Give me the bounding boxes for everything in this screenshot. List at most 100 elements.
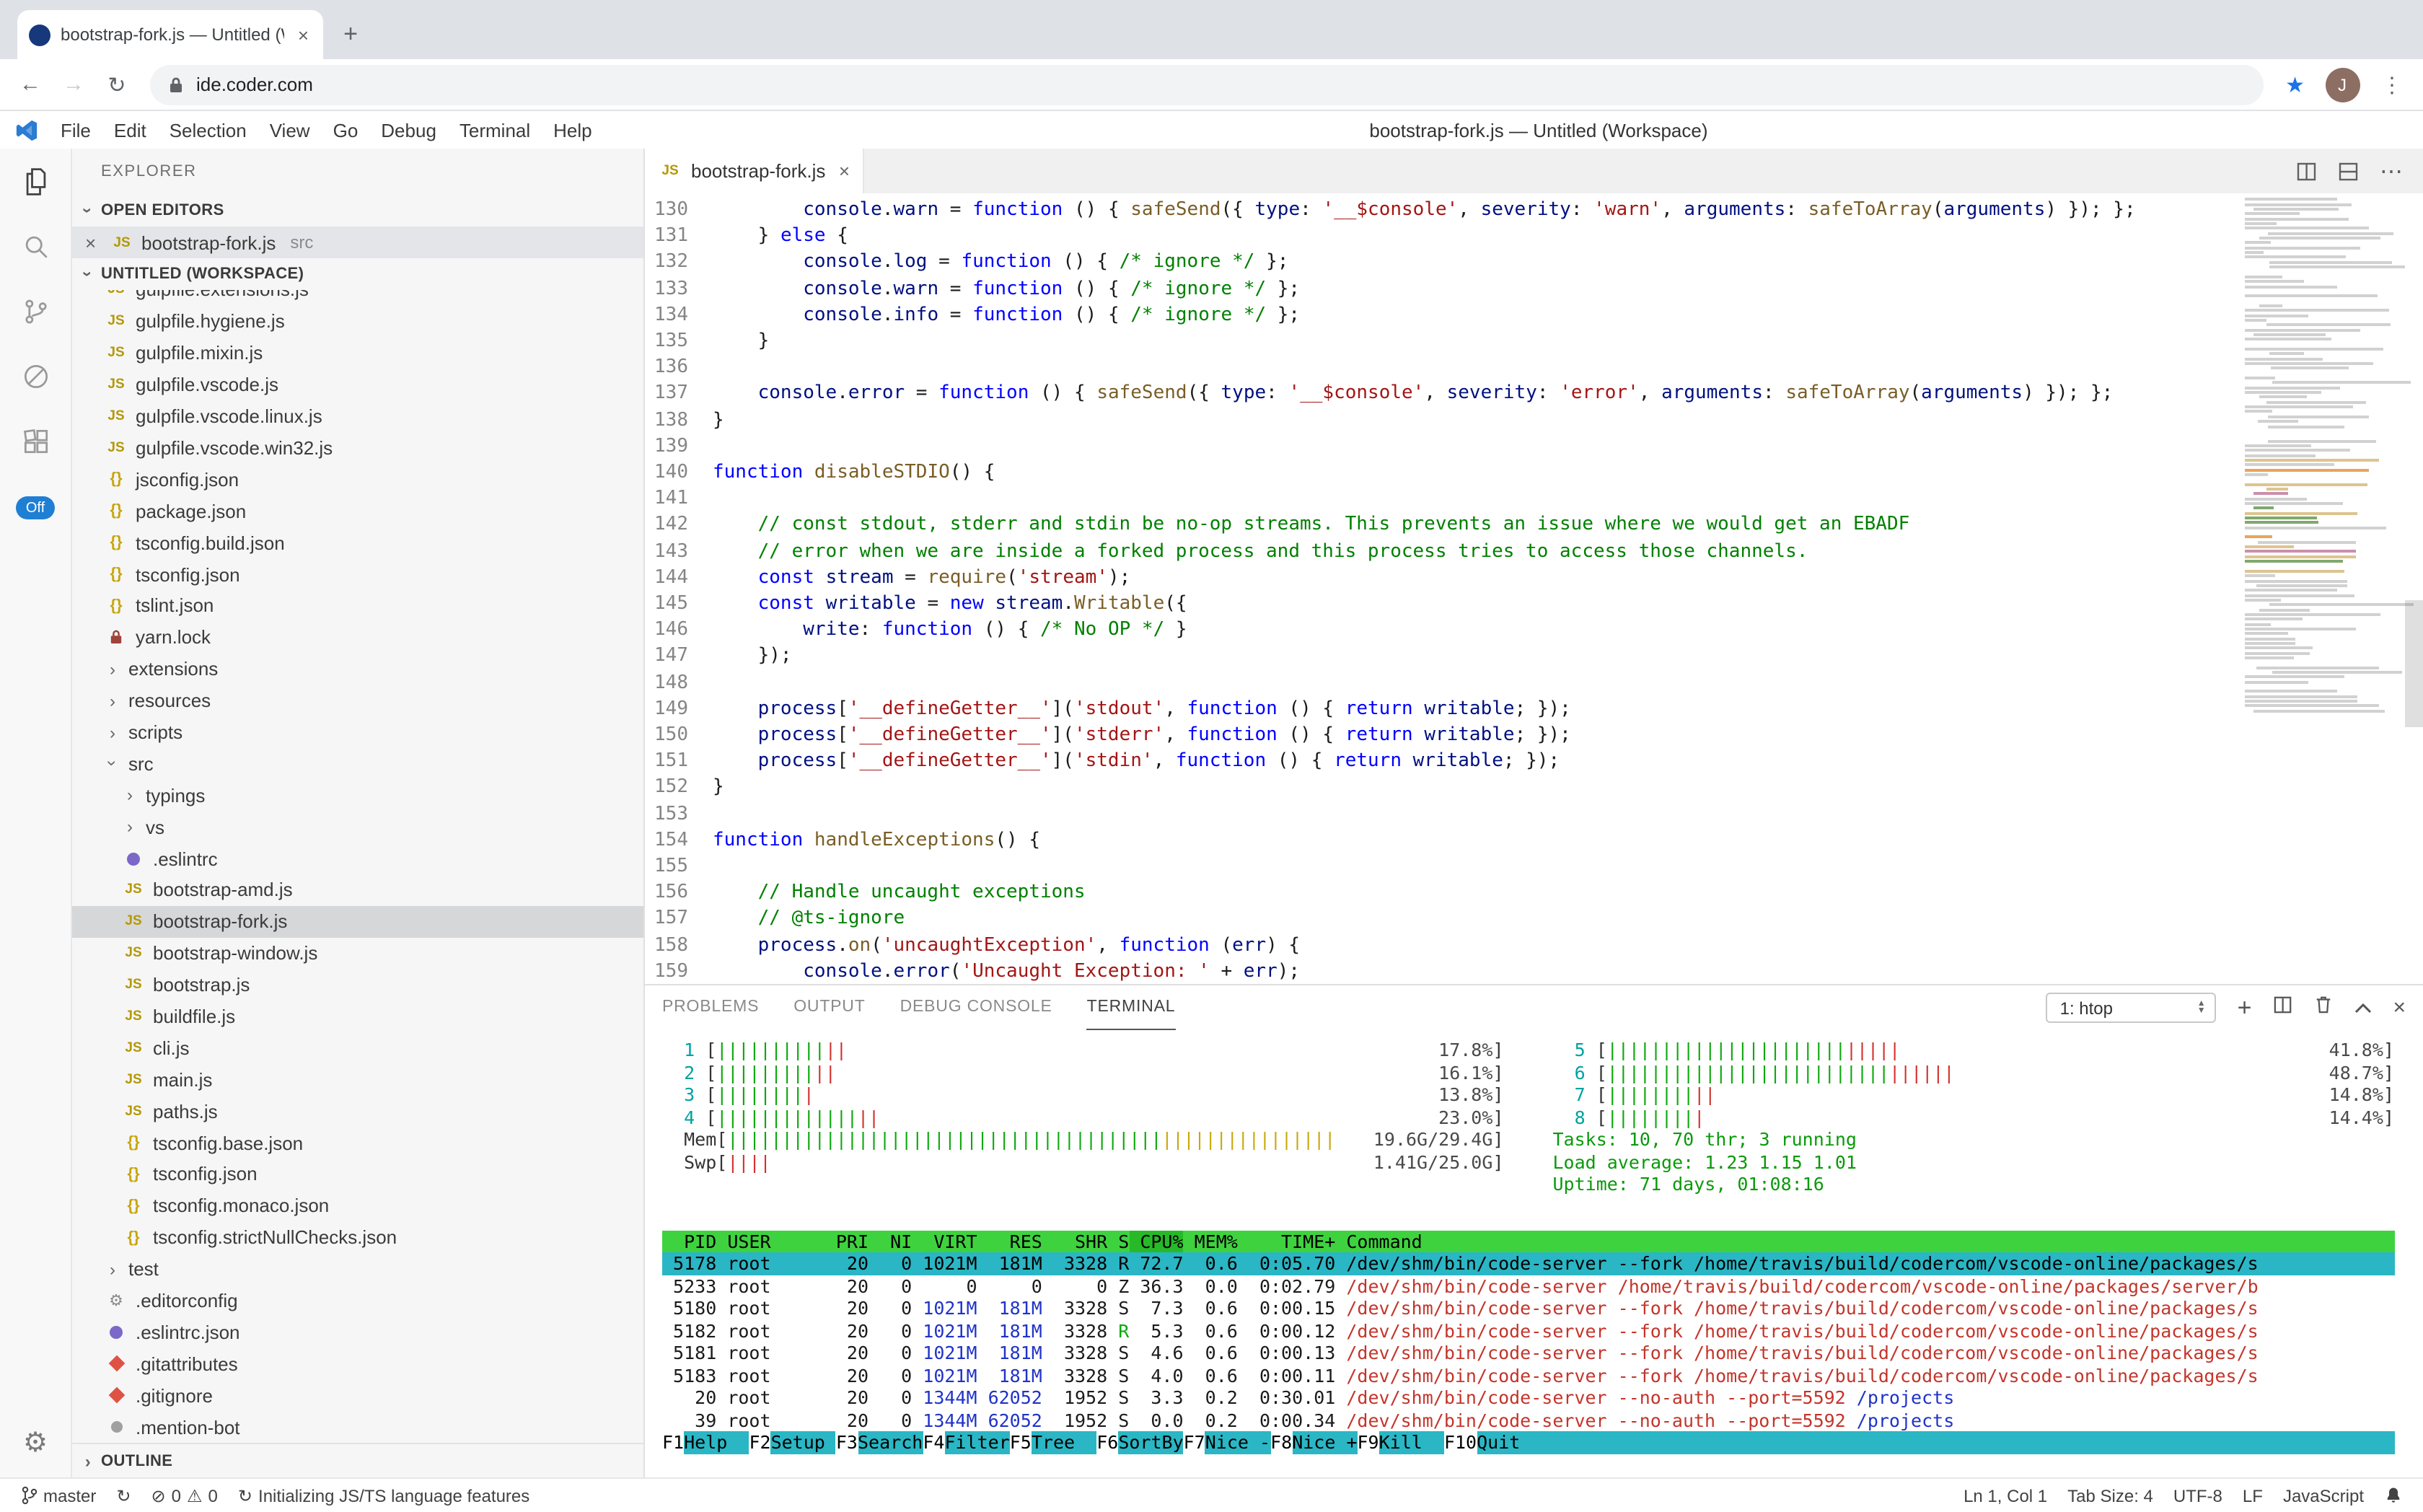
activity-extensions[interactable]: [0, 408, 71, 473]
branch-item[interactable]: master: [12, 1479, 106, 1512]
close-editor-icon[interactable]: ×: [85, 232, 97, 253]
tree-item-package.json[interactable]: {}package.json: [72, 496, 643, 527]
maximize-panel-button[interactable]: [2354, 995, 2371, 1021]
tree-item-.gitattributes[interactable]: .gitattributes: [72, 1348, 643, 1380]
tree-item-tsconfig.json[interactable]: {}tsconfig.json: [72, 558, 643, 590]
cursor-position[interactable]: Ln 1, Col 1: [1964, 1485, 2048, 1506]
menu-selection[interactable]: Selection: [169, 119, 247, 141]
fnkey-F9[interactable]: F9: [1357, 1431, 1379, 1453]
forward-button[interactable]: →: [63, 72, 84, 97]
off-toggle[interactable]: Off: [15, 496, 56, 519]
minimap[interactable]: [2241, 196, 2414, 719]
browser-tab[interactable]: bootstrap-fork.js — Untitled (W ×: [17, 10, 323, 59]
notifications-bell[interactable]: [2374, 1479, 2411, 1512]
terminal-selector[interactable]: 1: htop ▲▼: [2045, 993, 2216, 1023]
tab-size[interactable]: Tab Size: 4: [2067, 1485, 2153, 1506]
menu-file[interactable]: File: [61, 119, 91, 141]
toggle-layout-icon[interactable]: [2338, 161, 2358, 181]
back-button[interactable]: ←: [19, 72, 41, 97]
fnkey-F7[interactable]: F7: [1183, 1431, 1205, 1453]
code-editor[interactable]: 130 console.warn = function () { safeSen…: [645, 193, 2423, 984]
tree-item-tsconfig.base.json[interactable]: {}tsconfig.base.json: [72, 1127, 643, 1159]
activity-search[interactable]: [0, 214, 71, 278]
avatar[interactable]: J: [2325, 67, 2360, 102]
tree-folder-extensions[interactable]: ›extensions: [72, 654, 643, 685]
terminal[interactable]: 1 [||||||||||||17.8%] 2 [|||||||||||16.1…: [645, 1030, 2423, 1477]
encoding[interactable]: UTF-8: [2173, 1485, 2222, 1506]
url-bar[interactable]: ide.coder.com: [150, 64, 2264, 105]
fnkey-F10[interactable]: F10: [1443, 1431, 1477, 1453]
fnkey-F3[interactable]: F3: [835, 1431, 858, 1453]
workspace-header[interactable]: › UNTITLED (WORKSPACE): [78, 265, 304, 283]
fnkey-F1[interactable]: F1: [662, 1431, 685, 1453]
panel-tab-debug-console[interactable]: DEBUG CONSOLE: [900, 998, 1052, 1016]
tree-item-.eslintrc.json[interactable]: .eslintrc.json: [72, 1317, 643, 1348]
activity-debug[interactable]: [0, 343, 71, 408]
fnkey-F6[interactable]: F6: [1096, 1431, 1119, 1453]
htop-process-row-39[interactable]: 39 root 20 0 1344M 62052 1952 S 0.0 0.2 …: [662, 1409, 1955, 1430]
tab-close-icon[interactable]: ×: [297, 24, 309, 45]
panel-tab-terminal[interactable]: TERMINAL: [1086, 985, 1176, 1030]
tree-item-jsconfig.json[interactable]: {}jsconfig.json: [72, 464, 643, 496]
split-editor-icon[interactable]: [2296, 161, 2316, 181]
menu-terminal[interactable]: Terminal: [459, 119, 531, 141]
eol[interactable]: LF: [2242, 1485, 2263, 1506]
reload-button[interactable]: ↻: [107, 73, 126, 97]
editor-tab-close-icon[interactable]: ×: [838, 160, 850, 182]
open-editors-header[interactable]: › OPEN EDITORS: [78, 202, 224, 219]
tree-item-tsconfig.strictNullChecks.json[interactable]: {}tsconfig.strictNullChecks.json: [72, 1222, 643, 1254]
menu-help[interactable]: Help: [553, 119, 592, 141]
tree-folder-test[interactable]: ›test: [72, 1253, 643, 1285]
language-mode[interactable]: JavaScript: [2282, 1485, 2364, 1506]
sync-item[interactable]: ↻: [106, 1479, 141, 1512]
close-panel-button[interactable]: ×: [2393, 995, 2406, 1020]
new-tab-button[interactable]: +: [343, 20, 358, 48]
bookmark-star-icon[interactable]: ★: [2285, 73, 2305, 97]
tree-folder-scripts[interactable]: ›scripts: [72, 716, 643, 748]
fnkey-F8[interactable]: F8: [1270, 1431, 1293, 1453]
settings-gear-icon[interactable]: ⚙: [22, 1428, 48, 1459]
fnkey-F4[interactable]: F4: [923, 1431, 945, 1453]
htop-header-row[interactable]: PID USER PRI NI VIRT RES SHR S CPU% MEM%…: [662, 1230, 2394, 1252]
tree-folder-typings[interactable]: ›typings: [72, 780, 643, 812]
activity-source-control[interactable]: [0, 278, 71, 343]
panel-tab-problems[interactable]: PROBLEMS: [662, 998, 760, 1016]
tree-item-yarn.lock[interactable]: yarn.lock: [72, 622, 643, 654]
editor-scrollbar[interactable]: [2404, 600, 2423, 727]
activity-explorer[interactable]: [0, 149, 71, 214]
tree-item-tsconfig.json[interactable]: {}tsconfig.json: [72, 1159, 643, 1190]
tree-folder-vs[interactable]: ›vs: [72, 812, 643, 843]
htop-process-row-5183[interactable]: 5183 root 20 0 1021M 181M 3328 S 4.0 0.6…: [662, 1364, 2259, 1386]
tree-item-tslint.json[interactable]: {}tslint.json: [72, 590, 643, 622]
tree-item-.mention-bot[interactable]: .mention-bot: [72, 1411, 643, 1443]
tree-item-.eslintrc[interactable]: .eslintrc: [72, 843, 643, 874]
htop-process-row-5181[interactable]: 5181 root 20 0 1021M 181M 3328 S 4.6 0.6…: [662, 1342, 2259, 1363]
htop-process-row-5233[interactable]: 5233 root 20 0 0 0 0 Z 36.3 0.0 0:02.79 …: [662, 1275, 2259, 1296]
htop-process-row-5180[interactable]: 5180 root 20 0 1021M 181M 3328 S 7.3 0.6…: [662, 1297, 2259, 1319]
tree-item-.gitignore[interactable]: .gitignore: [72, 1380, 643, 1412]
htop-process-row-5178[interactable]: 5178 root 20 0 1021M 181M 3328 R 72.7 0.…: [662, 1252, 2394, 1275]
new-terminal-button[interactable]: +: [2237, 993, 2252, 1021]
panel-tab-output[interactable]: OUTPUT: [793, 998, 866, 1016]
htop-process-row-5182[interactable]: 5182 root 20 0 1021M 181M 3328 R 5.3 0.6…: [662, 1319, 2259, 1341]
split-terminal-button[interactable]: [2273, 995, 2292, 1021]
more-actions-icon[interactable]: ⋯: [2380, 159, 2403, 184]
tree-item-.editorconfig[interactable]: ⚙.editorconfig: [72, 1285, 643, 1317]
tree-folder-src[interactable]: ›src: [102, 752, 154, 775]
menu-edit[interactable]: Edit: [113, 119, 146, 141]
htop-process-row-20[interactable]: 20 root 20 0 1344M 62052 1952 S 3.3 0.2 …: [662, 1386, 1955, 1408]
menu-debug[interactable]: Debug: [381, 119, 436, 141]
outline-header[interactable]: › OUTLINE: [72, 1443, 643, 1477]
